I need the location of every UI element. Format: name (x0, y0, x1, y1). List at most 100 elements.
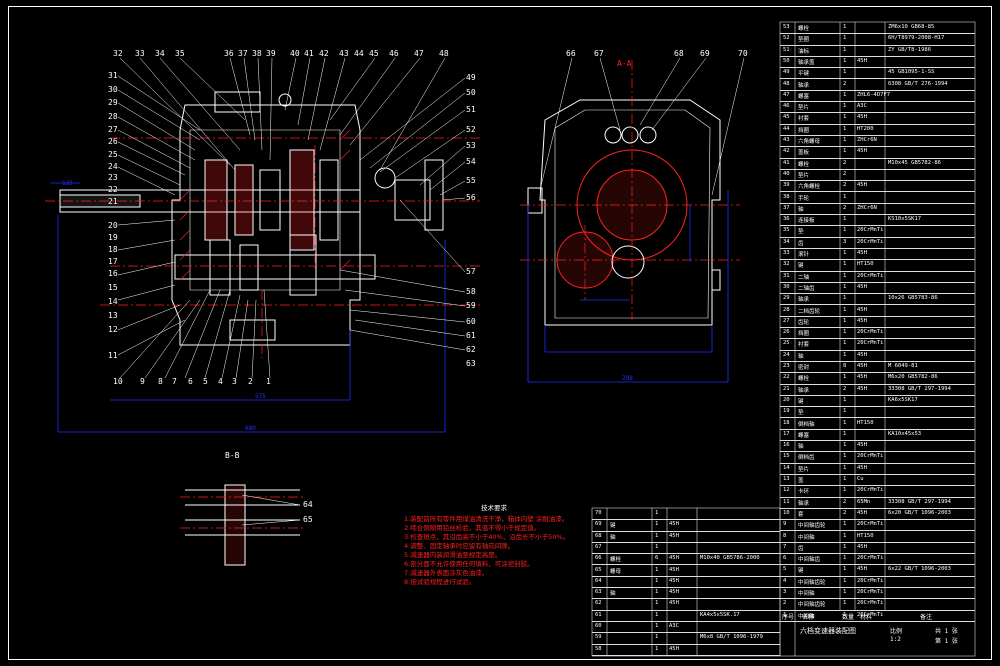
parts-list-cell-material: 45H (857, 250, 867, 256)
shift-knob (278, 93, 292, 107)
parts-list-cell-no: 65 (595, 566, 602, 573)
parts-list-cell-no: 53 (783, 24, 790, 30)
balloon: 51 (466, 105, 476, 114)
parts-list-cell-spec: KA10x45x53 (888, 430, 922, 437)
parts-list-cell-material: 45H (857, 566, 867, 573)
parts-list-cell-material: 20CrMnTi (857, 600, 884, 607)
parts-list-cell-name: 键 (610, 523, 616, 530)
parts-list-cell-name: 倒档轴 (798, 421, 815, 428)
technical-requirements: 技术要求 1.装配前所有零件用煤油清洗干净，箱体内壁 涂耐油漆。 2.啮合侧隙用… (404, 504, 584, 587)
parts-list-cell-qty: 1 (843, 340, 847, 347)
parts-list-cell-qty: 2 (843, 385, 847, 392)
parts-list-cell-qty: 2 (843, 159, 847, 166)
parts-list-cell-name: 中间轴 (798, 591, 815, 597)
parts-list-cell-no: 63 (595, 589, 602, 596)
balloon: 56 (466, 193, 476, 202)
parts-list-cell-qty: 1 (843, 532, 847, 539)
parts-list-cell-spec: 6x22 GB/T 1096-2003 (888, 566, 951, 573)
balloon: 40 (290, 49, 300, 58)
parts-list-cell-material: A3C (857, 103, 867, 110)
parts-list-cell-qty: 1 (843, 566, 847, 573)
balloon: 49 (466, 73, 476, 82)
outer-border (8, 6, 992, 660)
parts-list-cell-name: 垫片 (798, 466, 810, 473)
bom-header-no: 序号 (782, 614, 795, 621)
parts-list-cell-name: 中间轴 (798, 613, 815, 620)
balloon: 17 (108, 257, 118, 266)
parts-list-cell-qty: 1 (843, 125, 847, 132)
scale-value: 1:2 (890, 636, 901, 643)
parts-list-cell-spec: 6x20 GB/T 1096-2003 (888, 509, 951, 516)
parts-list-cell-name: 盖 (798, 478, 804, 484)
balloon: 36 (224, 49, 234, 58)
balloon: 8 (158, 377, 163, 386)
reverse-shaft (229, 319, 276, 341)
parts-list-cell-qty: 1 (843, 464, 847, 471)
parts-list-cell-no: 26 (783, 329, 790, 336)
parts-list-cell-name: 六角螺栓 (798, 184, 821, 191)
parts-list-cell-spec: 6308 GB/T 276-1994 (888, 80, 948, 87)
note-line: 7.减速器外表面涂灰色油漆。 (404, 569, 489, 577)
balloon: 35 (175, 49, 185, 58)
side-view (520, 57, 745, 383)
parts-list-cell-spec: ZM6x10 GB68-85 (888, 24, 935, 30)
parts-list-cell-spec: 10x26 GB5783-86 (888, 295, 938, 302)
parts-list-cell-name: 平键 (798, 71, 810, 78)
bom-header-name: 名称 (802, 614, 815, 621)
dimension-shaft-length: 575 (255, 393, 266, 400)
balloon: 39 (266, 49, 276, 58)
balloon: 58 (466, 287, 476, 296)
parts-list-cell-no: 58 (595, 645, 602, 652)
parts-list-cell-no: 67 (595, 543, 602, 550)
parts-list-cell-no: 35 (783, 227, 790, 234)
note-line: 1.装配前所有零件用煤油清洗干净，箱体内壁 涂耐油漆。 (404, 515, 569, 523)
parts-list-cell-qty: 1 (843, 216, 847, 223)
balloon: 27 (108, 125, 118, 134)
note-line: 3.检查斑点，其沿齿高不小于40%，沿齿长不小于50%。 (404, 533, 570, 541)
parts-list-cell-name: 中间轴齿 (798, 557, 821, 564)
parts-list-cell-no: 37 (783, 204, 790, 211)
parts-list-cell-material: 20CrMnTi (857, 555, 884, 562)
parts-list-cell-material: 20CrMnTi (857, 589, 884, 595)
balloon: 61 (466, 331, 476, 340)
balloon: 38 (252, 49, 262, 58)
parts-list-cell-name: 中间轴齿轮 (798, 579, 826, 586)
balloon: 43 (339, 49, 349, 58)
balloon: 13 (108, 311, 118, 320)
parts-list-cell-no: 29 (783, 295, 790, 302)
parts-list-cell-no: 19 (783, 408, 790, 415)
parts-list-cell-qty: 1 (843, 57, 847, 64)
parts-list-cell-name: 衬套 (798, 342, 810, 349)
balloon: 31 (108, 71, 118, 80)
parts-list-cell-qty: 1 (843, 227, 847, 234)
parts-list-cell-no: 69 (595, 521, 602, 528)
parts-list-cell-name: 挡圈 (798, 127, 810, 134)
parts-list-cell-qty: 1 (843, 103, 847, 110)
parts-list-cell-qty: 1 (843, 408, 847, 415)
parts-list-cell-name: 垫 (798, 229, 804, 236)
top-gear-a (604, 126, 622, 144)
parts-list-cell-material: 45H (857, 351, 867, 358)
parts-list-cell-material: 20CrMnTi (857, 329, 884, 336)
parts-list-cell-spec: M6x20 GB5782-86 (888, 374, 938, 381)
parts-list-cell-qty: 2 (843, 498, 847, 505)
parts-list-cell-spec: KA4x5x5SK.17 (700, 611, 740, 618)
balloon: 44 (354, 49, 364, 58)
parts-list-cell-no: 24 (783, 351, 790, 358)
parts-list-cell-qty: 1 (843, 317, 847, 324)
parts-list-cell-no: 62 (595, 600, 602, 607)
parts-list-cell-no: 50 (783, 57, 790, 64)
parts-list-cell-qty: 1 (843, 487, 847, 494)
parts-list-cell-qty: 8 (843, 363, 847, 369)
